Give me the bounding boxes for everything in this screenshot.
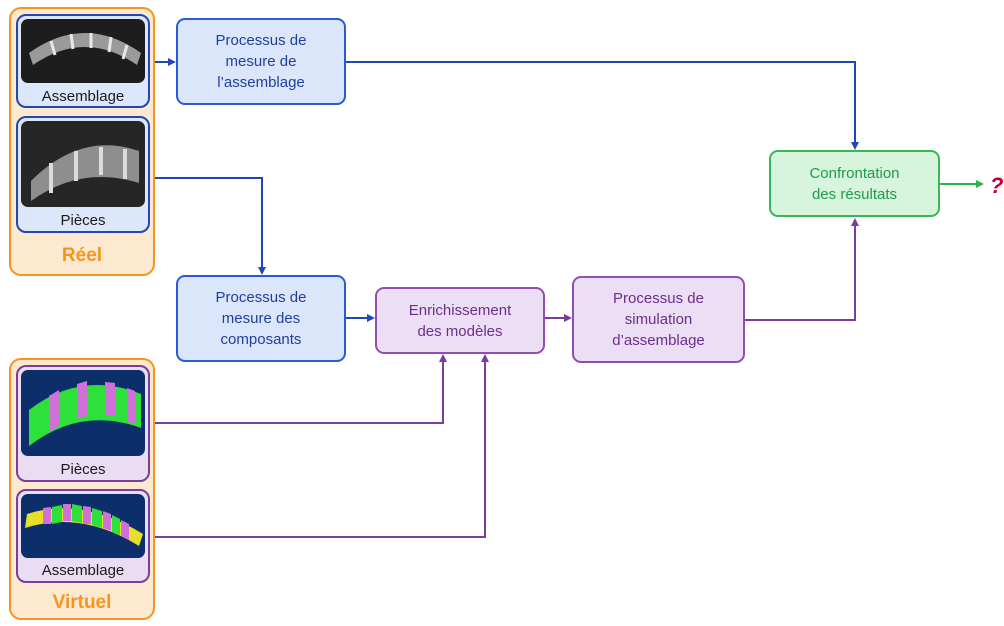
- arrow-virtual-parts-to-enrich: [150, 354, 447, 424]
- virtual-parts-caption: Pièces: [60, 461, 106, 478]
- box-simulate-assembly-label: Processus de simulation d’assemblage: [612, 290, 705, 349]
- box-measure-assembly-label: Processus de mesure de l’assemblage: [215, 32, 307, 91]
- cad-assembly-render: [21, 494, 145, 558]
- box-compare-results-label: Confrontation des résultats: [809, 164, 900, 203]
- real-assembly-caption: Assemblage: [41, 88, 125, 105]
- metal-part-photo: [21, 121, 145, 207]
- arrow-virtual-assembly-to-enrich: [150, 354, 489, 538]
- virtual-assembly-caption: Assemblage: [41, 562, 125, 579]
- real-assembly-thumb: Assemblage: [16, 14, 150, 108]
- box-enrich-models: Enrichissement des modèles: [375, 287, 545, 354]
- metal-assembly-photo: [21, 19, 145, 83]
- virtual-assembly-thumb: Assemblage: [16, 489, 150, 583]
- box-enrich-models-label: Enrichissement des modèles: [408, 301, 512, 340]
- group-real-label: Réel: [61, 245, 103, 266]
- box-compare-results: Confrontation des résultats: [769, 150, 940, 217]
- arrow-real-parts-to-measure: [150, 177, 266, 275]
- virtual-parts-thumb: Pièces: [16, 365, 150, 482]
- box-simulate-assembly: Processus de simulation d’assemblage: [572, 276, 745, 363]
- group-virtual-label: Virtuel: [52, 592, 112, 613]
- cad-part-render: [21, 370, 145, 456]
- output-question-mark: ?: [990, 173, 1004, 198]
- box-measure-assembly: Processus de mesure de l’assemblage: [176, 18, 346, 105]
- box-measure-components-label: Processus de mesure des composants: [215, 289, 307, 348]
- real-parts-caption: Pièces: [60, 212, 106, 229]
- real-parts-thumb: Pièces: [16, 116, 150, 233]
- box-measure-components: Processus de mesure des composants: [176, 275, 346, 362]
- arrow-measure-assembly-to-compare: [346, 61, 859, 150]
- arrow-simulation-to-compare: [745, 218, 859, 321]
